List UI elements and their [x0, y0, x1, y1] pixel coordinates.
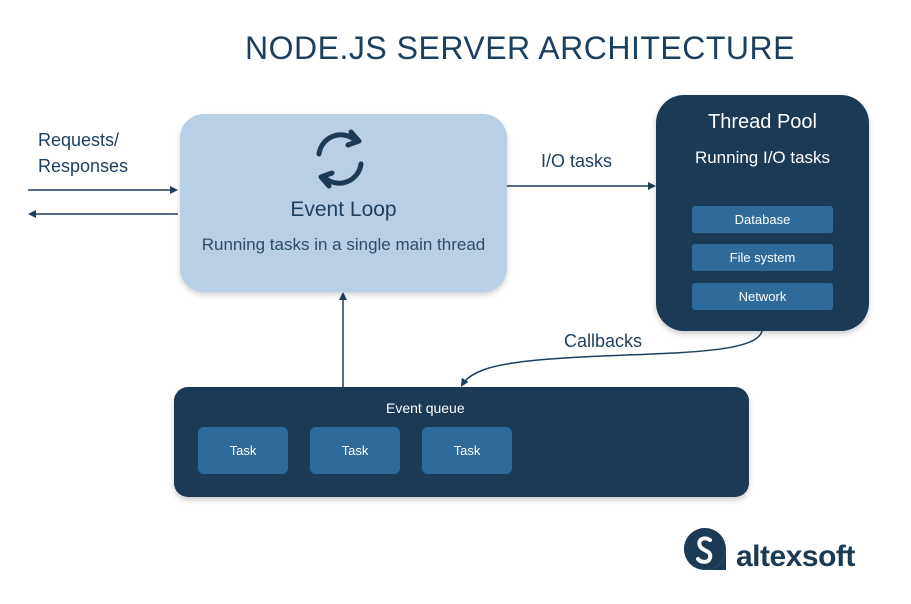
altexsoft-logo-mark-icon [684, 528, 726, 570]
thread-pool-box: Thread Pool Running I/O tasks Database F… [656, 95, 869, 331]
requests-label: Requests/ [38, 130, 120, 150]
thread-pool-item-database: Database [692, 206, 833, 233]
thread-pool-item-network: Network [692, 283, 833, 310]
altexsoft-logo-text: altexsoft [736, 540, 855, 573]
event-loop-description: Running tasks in a single main thread [201, 235, 486, 254]
callbacks-label: Callbacks [564, 331, 643, 351]
thread-pool-title: Thread Pool [708, 111, 817, 133]
queue-task: Task [310, 427, 400, 474]
thread-pool-item-file-system: File system [692, 244, 833, 271]
event-queue-box: Event queue Task Task Task [174, 387, 749, 497]
callbacks-arrow [460, 330, 763, 387]
refresh-cycle-icon [316, 129, 364, 189]
io-tasks-label: I/O tasks [541, 151, 613, 171]
event-queue-title: Event queue [386, 400, 465, 416]
responses-label: Responses [38, 156, 129, 176]
event-loop-box: Event Loop Running tasks in a single mai… [180, 114, 507, 292]
queue-task: Task [198, 427, 288, 474]
diagram-title: NODE.JS SERVER ARCHITECTURE [245, 30, 795, 66]
altexsoft-logo: altexsoft [682, 526, 882, 576]
queue-task: Task [422, 427, 512, 474]
event-loop-title: Event Loop [290, 198, 397, 221]
thread-pool-subtitle: Running I/O tasks [694, 148, 831, 167]
